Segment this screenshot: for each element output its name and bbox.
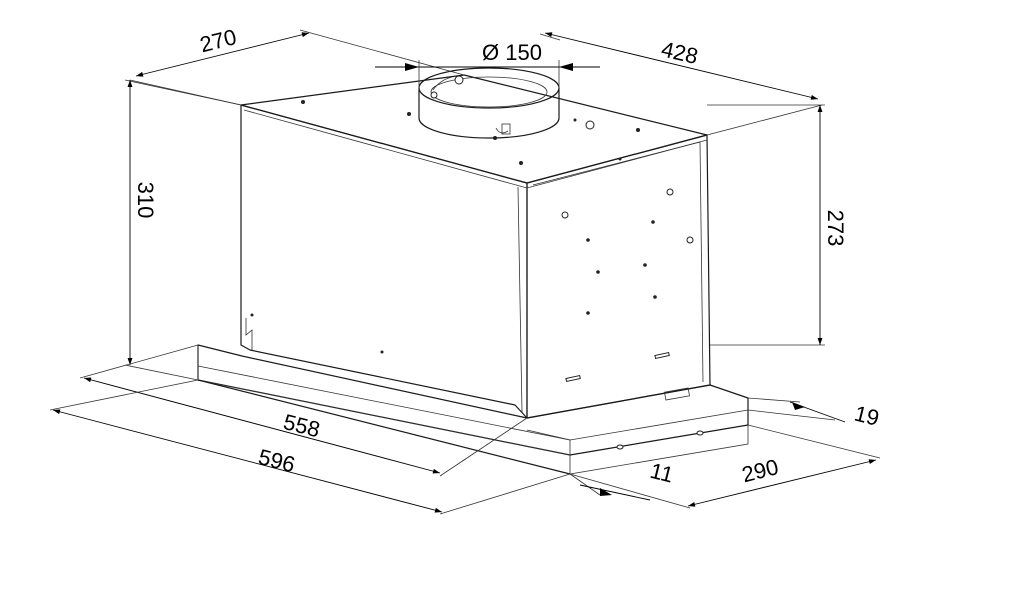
dim-height-total-label: 310 [133,182,158,219]
base-plate-front-edge [197,365,749,441]
right-face-fold [517,186,523,413]
top-face-holes [301,100,640,165]
dimension-lines [49,29,881,515]
right-face-slot [654,351,670,360]
right-face-slot [565,374,581,383]
duct-collar [418,67,560,139]
dim-width-top-label: 428 [659,36,700,69]
dim-outer-width-label: 596 [256,444,298,477]
left-face [240,104,528,419]
base-hole [696,430,704,436]
dim-front-lip-label: 19 [852,401,882,431]
right-face-holes [250,188,694,354]
hood-body [197,74,749,475]
dim-inner-width-label: 558 [281,409,323,442]
dim-height-body-label: 273 [823,210,848,247]
dim-base-offset-label: 11 [648,458,676,488]
dim-duct-diameter-label: Ø 150 [482,40,542,65]
base-hinge [664,387,690,401]
base-hole [616,444,624,450]
dimension-labels: 270 Ø 150 428 310 273 558 596 19 11 290 [133,24,882,487]
top-edge-bevel [243,109,708,189]
right-face [526,134,711,419]
left-face-notch [245,318,253,350]
base-plate-inner-edge [526,429,571,455]
right-face-inner-edge [532,141,704,383]
dim-base-depth-label: 290 [739,454,781,487]
